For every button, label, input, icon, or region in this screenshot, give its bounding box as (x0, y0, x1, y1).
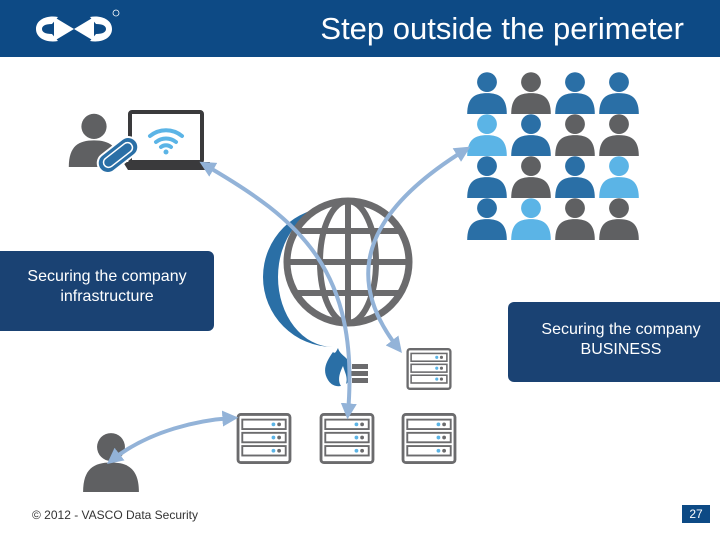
server-icon (319, 413, 375, 464)
arrow-laptop-to-datacenter (199, 161, 357, 420)
person-icon (511, 156, 551, 198)
arrow-users-to-server (366, 146, 471, 354)
person-icon (467, 156, 507, 198)
person-icon (511, 198, 551, 240)
wifi-icon (148, 128, 184, 155)
infrastructure-callout: Securing the company infrastructure (0, 251, 214, 331)
person-icon (599, 156, 639, 198)
business-callout-line2: BUSINESS (580, 341, 662, 358)
person-icon (555, 156, 595, 198)
person-icon (555, 72, 595, 114)
person-icon (555, 198, 595, 240)
person-icon (467, 114, 507, 156)
globe-icon (263, 197, 413, 347)
infrastructure-callout-line2: infrastructure (60, 288, 154, 305)
copyright-text: © 2012 - VASCO Data Security (32, 508, 199, 522)
server-icon (236, 413, 292, 464)
page-number: 27 (682, 505, 710, 523)
person-icon (555, 114, 595, 156)
token-icon (96, 135, 140, 175)
person-icon (599, 72, 639, 114)
person-icon (511, 72, 551, 114)
server-icon (406, 348, 452, 390)
person-icon (83, 433, 139, 492)
business-callout-line1: Securing the company (541, 321, 701, 338)
infrastructure-callout-line1: Securing the company (27, 268, 187, 285)
person-icon (599, 114, 639, 156)
person-icon (511, 114, 551, 156)
arrow-user-to-servers (106, 410, 239, 464)
person-icon (599, 198, 639, 240)
person-icon (467, 198, 507, 240)
connection-arrows (106, 146, 471, 464)
business-callout: Securing the company BUSINESS (508, 302, 720, 382)
slide-title: Step outside the perimeter (320, 11, 684, 46)
server-icon (401, 413, 457, 464)
user-group (467, 72, 639, 240)
vasco-logo-icon (36, 9, 120, 42)
person-icon (467, 72, 507, 114)
firewall-icon (325, 348, 368, 388)
header-bar: Step outside the perimeter (0, 0, 720, 57)
